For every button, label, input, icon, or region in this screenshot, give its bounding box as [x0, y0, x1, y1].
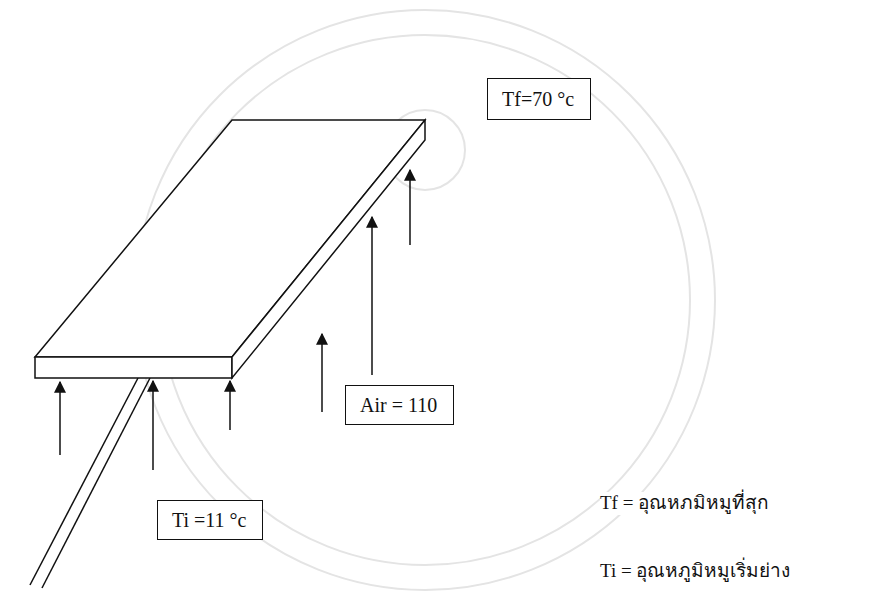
value-box: Tf=70 °c [487, 78, 591, 120]
hot-air-arrows [60, 170, 410, 470]
skewer [30, 378, 150, 588]
value-text: Tf=70 °c [502, 87, 576, 111]
legend-note: Tf = อุณหภมิหมูที่สุก [600, 492, 769, 515]
pork-slab [35, 120, 425, 378]
value-text: Ti =11 °c [172, 508, 248, 532]
legend-note: Ti = อุณหภูมิหมูเริ่มย่าง [600, 560, 790, 583]
value-box: Air = 110 [345, 385, 454, 425]
value-text: Air = 110 [360, 393, 439, 417]
value-box: Ti =11 °c [157, 500, 263, 540]
